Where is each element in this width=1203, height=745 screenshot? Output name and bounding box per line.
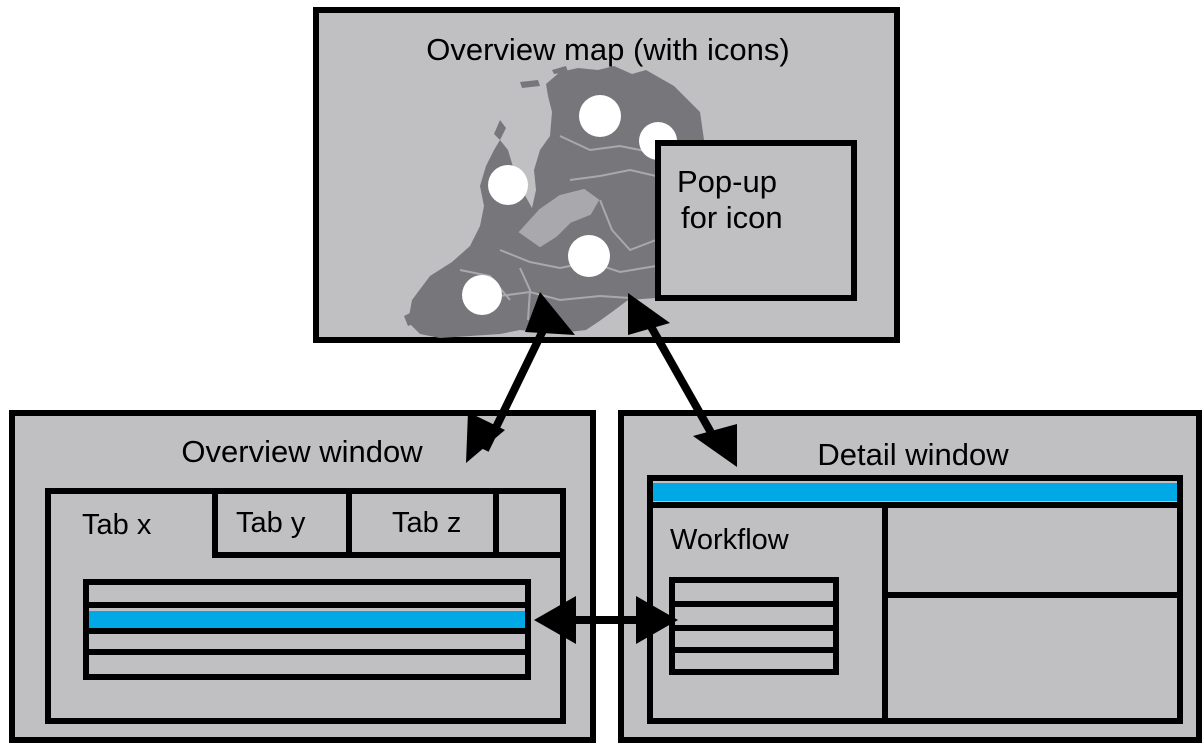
connector-arrows: [466, 292, 737, 644]
tab-x[interactable]: Tab x: [82, 509, 152, 541]
list-to-workflow-arrow: [534, 596, 678, 644]
overview-window-panel: Overview window Tab x Tab y Tab z: [9, 410, 596, 743]
popup-label-line2: for icon: [681, 200, 783, 235]
detail-window-panel: Detail window Workflow: [618, 410, 1202, 743]
detail-window-title: Detail window: [817, 437, 1009, 472]
detail-header-bar: [653, 483, 1177, 501]
popup-label-line1: Pop-up: [677, 164, 777, 199]
map-marker-icon[interactable]: [488, 165, 528, 205]
tab-y[interactable]: Tab y: [236, 507, 306, 539]
workflow-list: [669, 577, 839, 675]
overview-map-panel: Overview map (with icons): [313, 7, 900, 343]
list-row[interactable]: [89, 585, 525, 600]
tab-z[interactable]: Tab z: [392, 507, 461, 539]
list-row[interactable]: [675, 583, 833, 601]
map-marker-icon[interactable]: [568, 235, 610, 277]
popup-for-icon[interactable]: Pop-up for icon: [655, 140, 857, 301]
overview-list: [83, 579, 531, 680]
map-to-detail-arrow: [628, 293, 737, 467]
list-row-highlighted[interactable]: [89, 611, 525, 628]
overview-window-title: Overview window: [181, 434, 423, 469]
map-marker-icon[interactable]: [579, 95, 621, 137]
workflow-label: Workflow: [670, 524, 790, 556]
overview-map-title: Overview map (with icons): [426, 32, 789, 67]
map-marker-icon[interactable]: [462, 275, 502, 315]
map-to-overview-arrow: [466, 292, 575, 463]
